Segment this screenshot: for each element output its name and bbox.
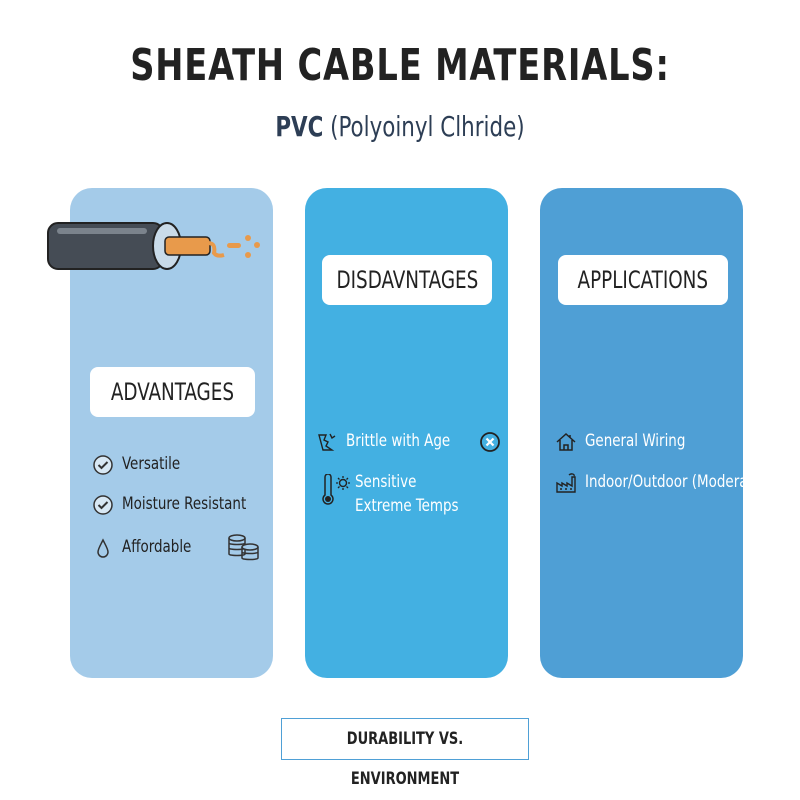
close-circle-icon	[480, 432, 500, 452]
advantage-item: Versatile	[92, 454, 188, 476]
water-drop-icon	[97, 538, 109, 558]
disadvantages-header: DISDAVNTAGES	[322, 255, 492, 305]
house-icon	[556, 432, 576, 451]
subtitle-material: PVC	[275, 110, 324, 143]
coins-icon	[228, 534, 259, 561]
page-subtitle: PVC (Polyoinyl Clhride)	[60, 110, 740, 143]
disadvantage-item: Sensitive Extreme Temps	[320, 472, 473, 516]
cracked-material-icon	[318, 433, 336, 451]
cable-icon	[47, 222, 260, 270]
page-title: SHEATH CABLE MATERIALS:	[130, 40, 670, 91]
advantages-header: ADVANTAGES	[90, 367, 255, 417]
subtitle-fullname: (Polyoinyl Clhride)	[323, 110, 525, 143]
thermometer-sun-icon	[322, 474, 350, 505]
advantage-item: Affordable	[92, 537, 201, 559]
applications-header: APPLICATIONS	[558, 255, 728, 305]
check-circle-icon	[93, 455, 113, 475]
factory-icon	[556, 473, 576, 493]
disadvantage-item: Brittle with Age	[316, 431, 464, 453]
advantage-item: Moisture Resistant	[92, 494, 263, 516]
application-item: General Wiring	[555, 431, 699, 453]
check-circle-icon	[93, 495, 113, 515]
footer-label: DURABILITY VS. ENVIRONMENT	[281, 718, 529, 789]
application-item: Indoor/Outdoor (Moderate)	[555, 472, 791, 494]
